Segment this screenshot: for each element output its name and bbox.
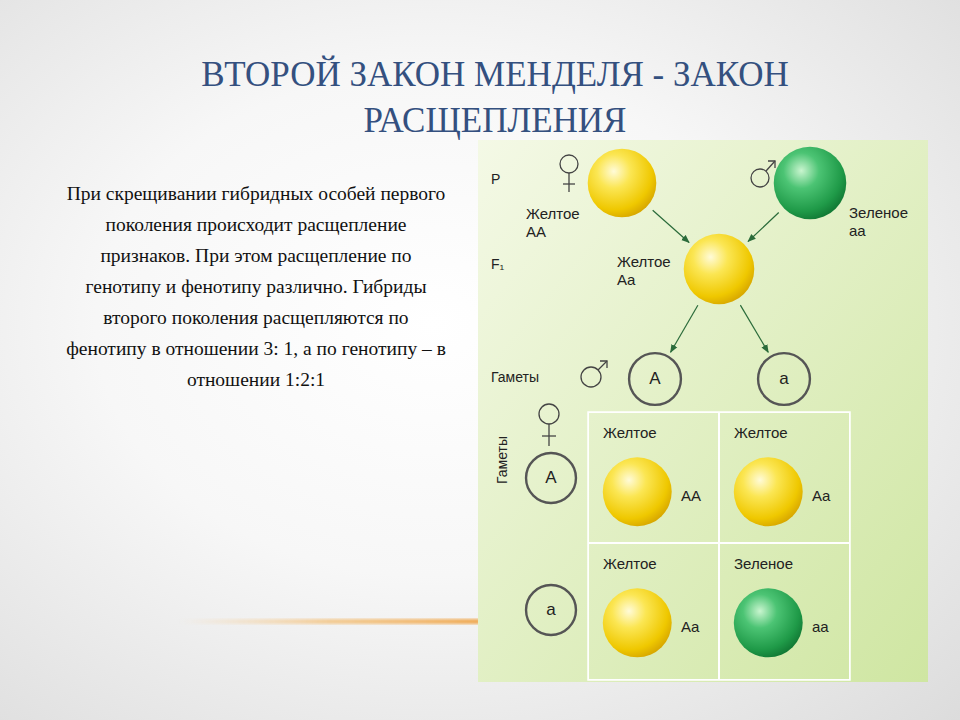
gametes-label: Гаметы [493, 436, 511, 484]
pea-label: Желтое AA [526, 205, 580, 241]
cross-arrow [740, 305, 768, 352]
cross-arrow [748, 213, 779, 242]
punnett-cell: ЖелтоеAA [588, 412, 719, 543]
generation-label: P [491, 170, 500, 188]
pea-sphere [774, 147, 847, 220]
phenotype-label: Желтое [603, 555, 657, 573]
genotype-label: Aa [681, 618, 699, 636]
pea-node: Зеленое aa [773, 146, 847, 220]
pea-node: Желтое Aa [683, 233, 755, 305]
phenotype-label: Желтое [734, 424, 788, 442]
pea-sphere [773, 146, 847, 220]
gamete-circle: a [757, 352, 811, 406]
body-text: При скрещивании гибридных особей первого… [66, 178, 446, 395]
pea-sphere [587, 148, 657, 218]
generation-label: F₁ [491, 255, 504, 273]
gamete-circle: A [525, 452, 577, 504]
slide-title: ВТОРОЙ ЗАКОН МЕНДЕЛЯ - ЗАКОН РАСЩЕПЛЕНИЯ [110, 52, 880, 144]
glow-line [180, 619, 480, 624]
gamete-circle: a [525, 584, 577, 636]
female-symbol [560, 155, 578, 192]
genotype-label: Aa [812, 487, 830, 505]
pea-sphere [684, 234, 755, 305]
genotype-label: AA [681, 487, 701, 505]
male-symbol [751, 161, 775, 187]
male-symbol [581, 361, 607, 387]
punnett-cell: ЖелтоеAa [588, 543, 719, 680]
pea-sphere [734, 457, 803, 526]
cross-arrow [653, 210, 689, 242]
pea-node: Желтое AA [587, 148, 657, 218]
pea-sphere [603, 588, 672, 657]
genotype-label: aa [812, 618, 829, 636]
phenotype-label: Зеленое [734, 555, 793, 573]
allele-label: A [525, 452, 577, 504]
punnett-grid [588, 412, 850, 680]
allele-label: a [525, 584, 577, 636]
diagram-panel [478, 140, 928, 682]
pea-label: Желтое Aa [617, 253, 671, 289]
pea-sphere [683, 233, 755, 305]
gamete-circle: A [628, 352, 682, 406]
pea-sphere [603, 457, 672, 526]
punnett-cell: ЖелтоеAa [719, 412, 850, 543]
cross-arrow [671, 305, 698, 352]
allele-label: a [757, 352, 811, 406]
gametes-label: Гаметы [491, 368, 539, 386]
pea-sphere [588, 149, 657, 218]
pea-label: Зеленое aa [849, 204, 908, 240]
pea-sphere [734, 588, 803, 657]
phenotype-label: Желтое [603, 424, 657, 442]
allele-label: A [628, 352, 682, 406]
punnett-cell: Зеленое aa [719, 543, 850, 680]
female-symbol [539, 404, 559, 446]
